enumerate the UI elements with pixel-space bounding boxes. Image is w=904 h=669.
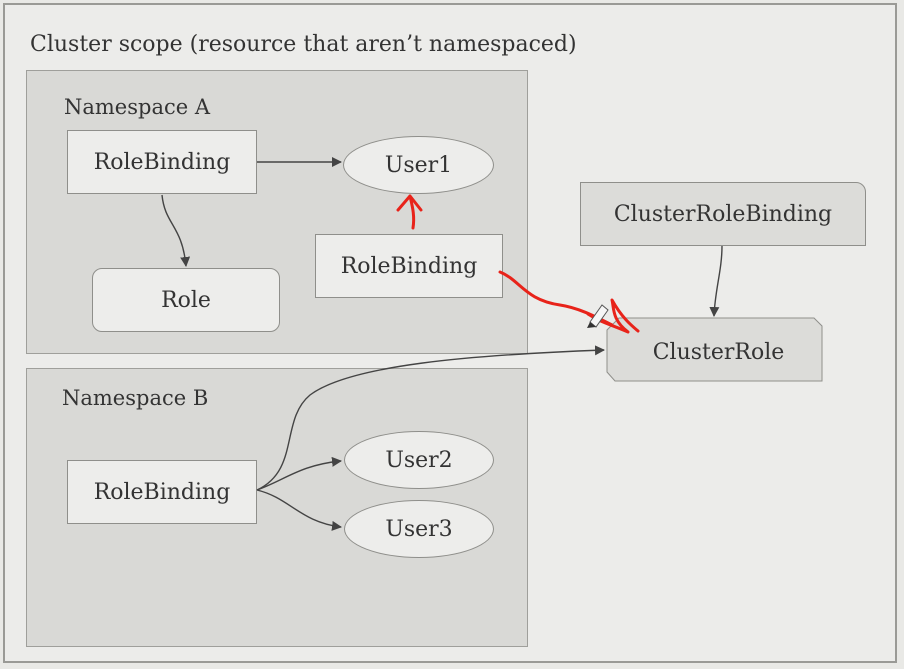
namespace-b-title: Namespace B bbox=[62, 386, 209, 410]
user3-node[interactable]: User3 bbox=[344, 500, 494, 558]
role-binding-node-a1[interactable]: RoleBinding bbox=[67, 130, 257, 194]
namespace-a-title: Namespace A bbox=[64, 95, 211, 119]
role-node[interactable]: Role bbox=[92, 268, 280, 332]
red-arrow-to-clusterrole bbox=[498, 270, 640, 334]
role-binding-node-a2[interactable]: RoleBinding bbox=[315, 234, 503, 298]
pen-cursor-icon bbox=[587, 304, 609, 328]
user2-node[interactable]: User2 bbox=[344, 431, 494, 489]
edge-crb-to-clusterrole bbox=[709, 245, 723, 317]
cluster-role-shape[interactable] bbox=[606, 317, 823, 382]
cluster-role-label: ClusterRole bbox=[652, 340, 785, 365]
red-arrow-to-user1 bbox=[396, 194, 423, 230]
cluster-role-binding-node[interactable]: ClusterRoleBinding bbox=[580, 182, 866, 246]
user1-node[interactable]: User1 bbox=[343, 136, 494, 194]
cluster-title: Cluster scope (resource that aren’t name… bbox=[30, 32, 577, 57]
edge-rb-b-to-user3 bbox=[256, 489, 342, 531]
edge-rb-b-to-user2 bbox=[256, 456, 342, 491]
edge-rb-a1-to-role bbox=[161, 194, 191, 267]
edge-rb-b-to-clusterrole bbox=[256, 345, 605, 491]
role-binding-node-b[interactable]: RoleBinding bbox=[67, 460, 257, 524]
